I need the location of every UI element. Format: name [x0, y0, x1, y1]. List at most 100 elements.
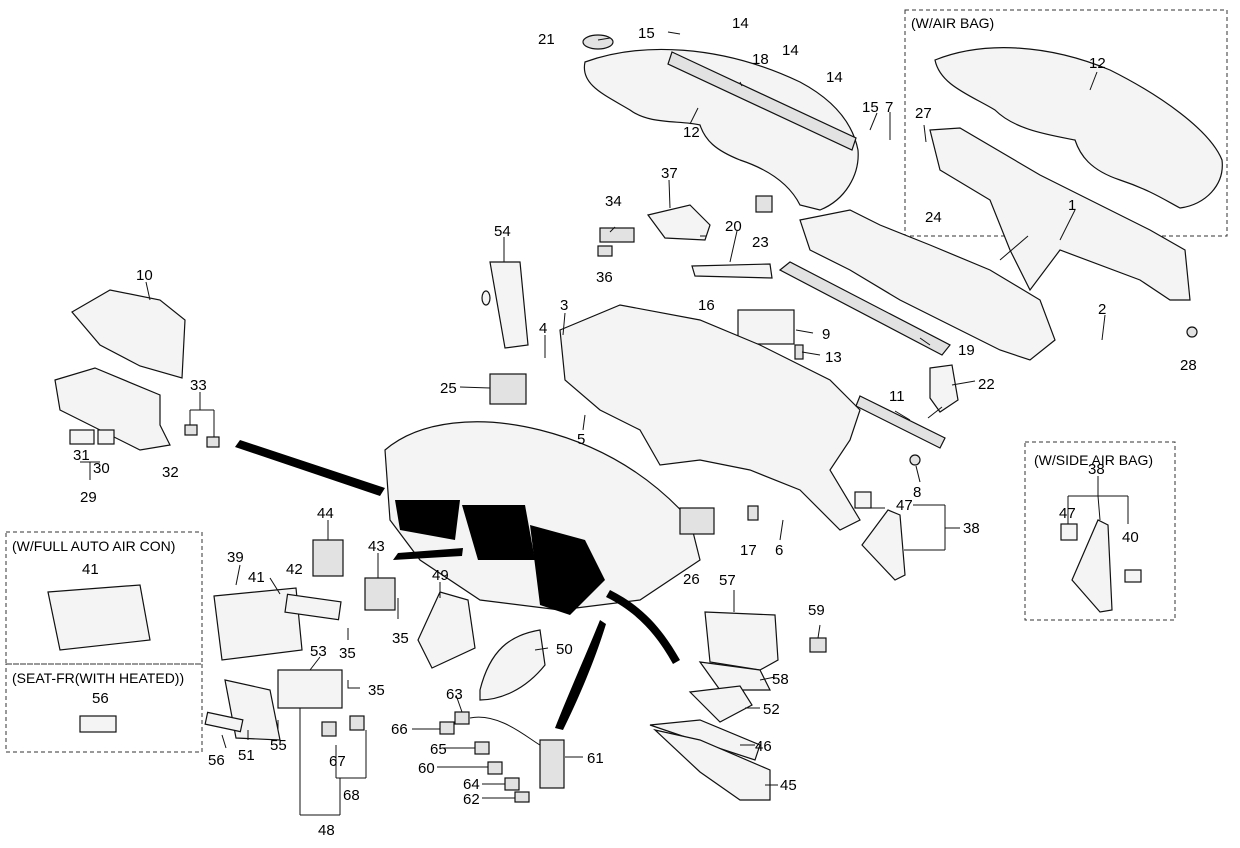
center-vent-center — [364, 577, 396, 611]
callout-62: 62 — [463, 791, 480, 808]
callout-35a: 35 — [339, 645, 356, 662]
auto-aircon-option-box — [5, 531, 203, 665]
callouts: 1 2 3 4 5 6 7 8 9 10 11 12 12 13 14 14 1… — [73, 15, 1197, 839]
part-33b — [206, 436, 220, 448]
callout-15a: 15 — [638, 25, 655, 42]
callout-48: 48 — [318, 822, 335, 839]
lower-cover-45 — [652, 728, 771, 801]
part-47a — [854, 491, 872, 509]
callout-61: 61 — [587, 750, 604, 767]
heater-duct — [799, 209, 1056, 361]
part-8 — [909, 454, 921, 466]
part-59 — [809, 637, 827, 653]
glove-box-housing — [71, 289, 186, 379]
callout-43: 43 — [368, 538, 385, 555]
callout-14b: 14 — [782, 42, 799, 59]
callout-36: 36 — [596, 269, 613, 286]
callout-25: 25 — [440, 380, 457, 397]
callout-12-airbag: 12 — [1089, 55, 1106, 72]
callout-50: 50 — [556, 641, 573, 658]
callout-34: 34 — [605, 193, 622, 210]
seat-heated-box-label: (SEAT-FR(WITH HEATED)) — [12, 670, 184, 686]
callout-38: 38 — [963, 520, 980, 537]
callout-52: 52 — [763, 701, 780, 718]
part-40 — [1124, 569, 1142, 583]
part-47b — [1060, 523, 1078, 541]
side-cover-left — [489, 261, 529, 349]
main-panel-frame — [559, 304, 861, 531]
callout-46: 46 — [755, 738, 772, 755]
callout-41-auto: 41 — [82, 561, 99, 578]
defroster-nozzle — [667, 51, 857, 151]
side-duct-left — [691, 263, 773, 279]
callout-33: 33 — [190, 377, 207, 394]
callout-24: 24 — [925, 209, 942, 226]
side-vent-left — [489, 373, 527, 405]
lower-panel-50 — [479, 629, 546, 701]
callout-9: 9 — [822, 326, 830, 343]
switch-56-heated — [79, 715, 117, 733]
center-vent-right — [679, 507, 715, 535]
seat-heated-option-box — [5, 663, 203, 753]
part-68 — [349, 715, 365, 731]
callout-30: 30 — [93, 460, 110, 477]
passenger-airbag — [737, 309, 795, 345]
callout-51: 51 — [238, 747, 255, 764]
callout-66: 66 — [391, 721, 408, 738]
switch-63 — [454, 711, 470, 725]
switch-56 — [204, 711, 244, 733]
cowl-cross-bar — [929, 127, 1191, 301]
callout-41: 41 — [248, 569, 265, 586]
callout-16: 16 — [698, 297, 715, 314]
part-21 — [582, 34, 614, 50]
side-cover-right-airbag — [1071, 519, 1113, 613]
callout-42: 42 — [286, 561, 303, 578]
leader-band-lower — [555, 620, 606, 730]
callout-45: 45 — [780, 777, 797, 794]
callout-60: 60 — [418, 760, 435, 777]
callout-35b: 35 — [392, 630, 409, 647]
callout-17: 17 — [740, 542, 757, 559]
part-28 — [1186, 326, 1198, 338]
callout-22: 22 — [978, 376, 995, 393]
callout-68: 68 — [343, 787, 360, 804]
callout-40: 40 — [1122, 529, 1139, 546]
upper-crash-pad-airbag — [934, 47, 1223, 209]
callout-59: 59 — [808, 602, 825, 619]
instrument-cluster — [704, 611, 779, 671]
side-duct-right — [929, 364, 959, 413]
callout-13: 13 — [825, 349, 842, 366]
part-13 — [794, 344, 804, 360]
side-cover-right — [861, 509, 906, 581]
crash-pad-cutout-cluster — [530, 525, 605, 615]
callout-67: 67 — [329, 753, 346, 770]
lower-fascia-51 — [224, 679, 281, 741]
callout-63: 63 — [446, 686, 463, 703]
column-shroud-52 — [688, 685, 753, 723]
callout-65: 65 — [430, 741, 447, 758]
shower-duct — [778, 261, 951, 356]
callout-6: 6 — [775, 542, 783, 559]
callout-53: 53 — [310, 643, 327, 660]
callout-35c: 35 — [368, 682, 385, 699]
callout-15b: 15 — [862, 99, 879, 116]
callout-23: 23 — [752, 234, 769, 251]
cluster-fascia — [698, 661, 771, 691]
leader-band-center — [393, 548, 463, 560]
callout-27: 27 — [915, 105, 932, 122]
switch-panel-61 — [539, 739, 565, 789]
center-fascia-panel — [47, 584, 151, 651]
callout-12: 12 — [683, 124, 700, 141]
part-23 — [755, 195, 773, 213]
callout-14a: 14 — [732, 15, 749, 32]
glove-box — [54, 367, 171, 451]
center-cover — [646, 204, 711, 241]
callout-5: 5 — [577, 431, 585, 448]
tray-53 — [277, 669, 343, 709]
crash-pad-cutout-center — [462, 505, 535, 560]
switch-66 — [439, 721, 455, 735]
callout-26: 26 — [683, 571, 700, 588]
callout-14c: 14 — [826, 69, 843, 86]
callout-11: 11 — [889, 388, 905, 405]
